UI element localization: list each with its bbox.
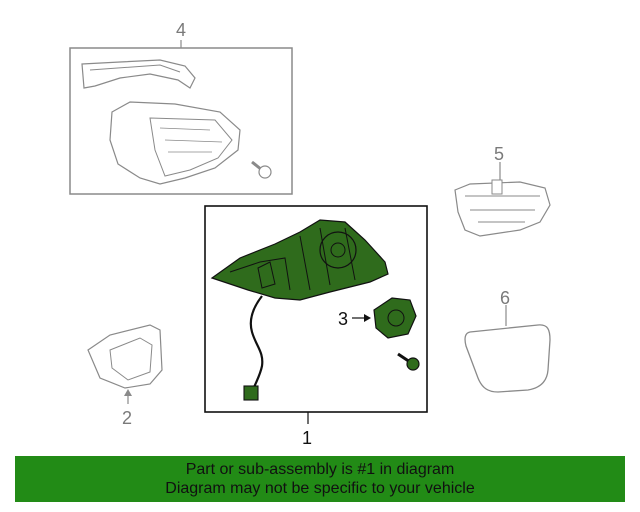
callout-part-4: 4 [176,20,186,40]
callout-part-6: 6 [500,288,510,308]
banner-line-2: Diagram may not be specific to your vehi… [165,480,475,497]
part-4-cover-group[interactable] [69,40,293,195]
info-banner: Part or sub-assembly is #1 in diagram Di… [15,456,625,502]
parts-diagram: 4 5 6 2 3 1 [69,20,551,448]
callout-part-1: 1 [302,428,312,448]
part-1-mirror-assembly[interactable] [204,205,428,424]
callout-part-3: 3 [338,309,348,329]
part-2-base-cover[interactable] [87,324,163,404]
part-6-mirror-glass[interactable] [464,305,551,393]
callout-part-5: 5 [494,144,504,164]
callout-part-2: 2 [122,408,132,428]
banner-line-1: Part or sub-assembly is #1 in diagram [185,461,455,478]
part-5-housing[interactable] [454,162,551,237]
part-4-screw [251,160,272,179]
